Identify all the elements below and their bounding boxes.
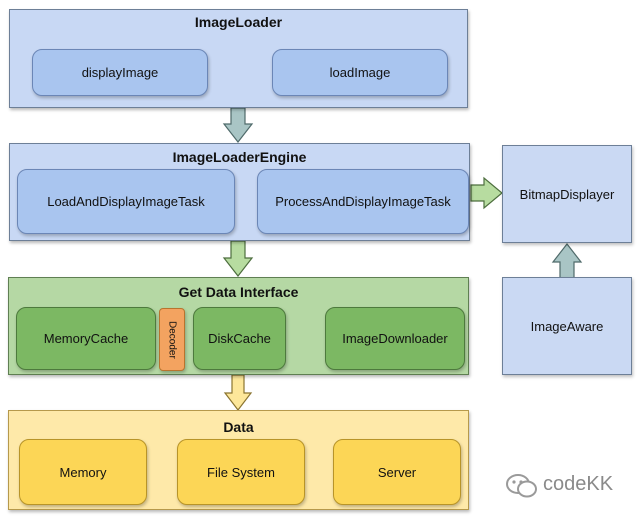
watermark: codeKK: [505, 470, 635, 502]
watermark-text: codeKK: [543, 473, 614, 495]
memory-box[interactable]: Memory: [19, 439, 147, 505]
bitmap-displayer-box[interactable]: BitmapDisplayer: [502, 145, 632, 243]
memory-cache-box[interactable]: MemoryCache: [16, 307, 156, 370]
image-downloader-box[interactable]: ImageDownloader: [325, 307, 465, 370]
get-data-title: Get Data Interface: [178, 284, 299, 300]
load-and-display-task-box[interactable]: LoadAndDisplayImageTask: [17, 169, 235, 234]
arrow-imageaware-to-bitmapdisplayer: [551, 243, 583, 279]
arrow-engine-to-getdata: [222, 240, 254, 277]
image-aware-box[interactable]: ImageAware: [502, 277, 632, 375]
arrow-engine-to-bitmapdisplayer: [470, 176, 503, 210]
process-and-display-task-box[interactable]: ProcessAndDisplayImageTask: [257, 169, 469, 234]
server-box[interactable]: Server: [333, 439, 461, 505]
load-image-box[interactable]: loadImage: [272, 49, 448, 96]
data-panel: Data Memory File System Server: [8, 410, 469, 510]
get-data-interface-panel: Get Data Interface MemoryCache Decoder D…: [8, 277, 469, 375]
decoder-box[interactable]: Decoder: [159, 308, 185, 371]
wechat-logo-icon: [506, 474, 537, 498]
arrow-getdata-to-data: [223, 374, 253, 411]
image-loader-panel: ImageLoader displayImage loadImage: [9, 9, 468, 108]
decoder-label: Decoder: [166, 320, 178, 359]
image-loader-engine-panel: ImageLoaderEngine LoadAndDisplayImageTas…: [9, 143, 470, 241]
disk-cache-box[interactable]: DiskCache: [193, 307, 286, 370]
engine-title: ImageLoaderEngine: [172, 149, 307, 165]
image-loader-title: ImageLoader: [194, 14, 283, 30]
file-system-box[interactable]: File System: [177, 439, 305, 505]
arrow-loader-to-engine: [222, 107, 254, 143]
data-title: Data: [223, 419, 254, 435]
display-image-box[interactable]: displayImage: [32, 49, 208, 96]
